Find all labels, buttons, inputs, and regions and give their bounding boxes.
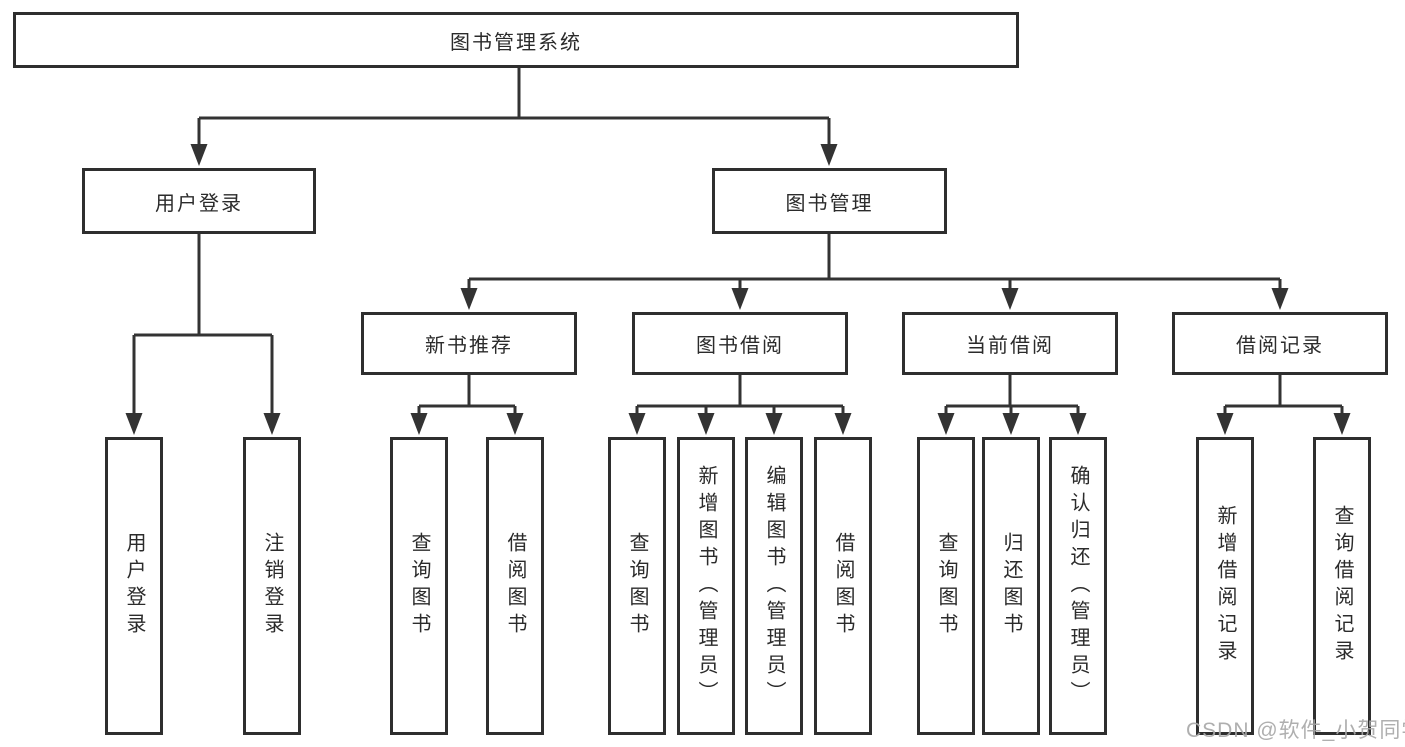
node-label: 图书借阅 — [696, 335, 784, 357]
leaf-label: 新增图书（管理员） — [695, 464, 717, 708]
leaf-label: 新增借阅记录 — [1214, 505, 1236, 667]
leaf-return-books: 归还图书 — [982, 437, 1040, 735]
leaf-confirm-return-admin: 确认归还（管理员） — [1049, 437, 1107, 735]
node-root-label: 图书管理系统 — [450, 31, 582, 54]
arrowheads — [125, 144, 1351, 435]
leaf-label: 查询图书 — [626, 532, 648, 640]
leaf-label: 查询图书 — [408, 532, 430, 640]
leaf-label: 确认归还（管理员） — [1067, 464, 1089, 708]
node-label: 借阅记录 — [1236, 335, 1324, 357]
csdn-watermark: CSDN @软件_小贺同学 — [1186, 719, 1405, 742]
leaf-label: 借阅图书 — [832, 532, 854, 640]
node-current-borrowing: 当前借阅 — [902, 312, 1118, 375]
node-borrowing-records: 借阅记录 — [1172, 312, 1388, 375]
leaf-add-books-admin: 新增图书（管理员） — [677, 437, 735, 735]
leaf-borrow-books-recommend: 借阅图书 — [486, 437, 544, 735]
leaf-query-borrow-record: 查询借阅记录 — [1313, 437, 1371, 735]
leaf-query-books-recommend: 查询图书 — [390, 437, 448, 735]
node-new-book-recommendation: 新书推荐 — [361, 312, 577, 375]
node-label: 用户登录 — [155, 192, 243, 215]
node-label: 新书推荐 — [425, 335, 513, 357]
leaf-label: 归还图书 — [1000, 532, 1022, 640]
leaf-borrow-books: 借阅图书 — [814, 437, 872, 735]
node-label: 图书管理 — [785, 192, 874, 215]
leaf-query-books-current: 查询图书 — [917, 437, 975, 735]
node-root-system: 图书管理系统 — [13, 12, 1019, 68]
leaf-label: 借阅图书 — [504, 532, 526, 640]
node-book-management: 图书管理 — [712, 168, 947, 234]
node-label: 当前借阅 — [966, 335, 1054, 357]
leaf-add-borrow-record: 新增借阅记录 — [1196, 437, 1254, 735]
node-book-borrowing: 图书借阅 — [632, 312, 848, 375]
leaf-label: 用户登录 — [123, 532, 145, 640]
leaf-label: 注销登录 — [261, 532, 283, 640]
leaf-label: 查询借阅记录 — [1331, 505, 1353, 667]
leaf-label: 编辑图书（管理员） — [763, 464, 785, 708]
leaf-user-login: 用户登录 — [105, 437, 163, 735]
node-user-login: 用户登录 — [82, 168, 316, 234]
leaf-query-books-borrowing: 查询图书 — [608, 437, 666, 735]
leaf-logout: 注销登录 — [243, 437, 301, 735]
leaf-label: 查询图书 — [935, 532, 957, 640]
leaf-edit-books-admin: 编辑图书（管理员） — [745, 437, 803, 735]
